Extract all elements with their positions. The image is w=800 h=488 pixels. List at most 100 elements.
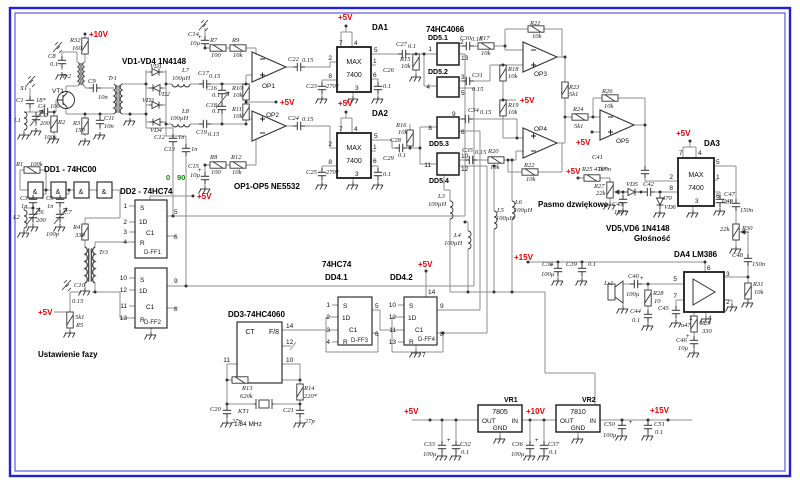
- cap-symbol: [553, 263, 563, 277]
- probe-symbol: [198, 19, 209, 32]
- label-5: 5: [461, 90, 465, 97]
- label-r28: R28: [652, 290, 664, 297]
- label-vd1: VD1: [150, 63, 162, 70]
- res-symbol: [242, 103, 250, 121]
- junction-dot: [422, 52, 426, 56]
- label-c42: C42: [643, 181, 655, 188]
- junction-dot: [344, 110, 348, 114]
- cap-symbol: [642, 187, 656, 197]
- label-2: 2: [726, 299, 730, 306]
- label-22k: 22k: [720, 226, 730, 233]
- label-+: +: [198, 35, 202, 41]
- gnd-symbol: [616, 305, 629, 314]
- ic-box: [336, 46, 372, 93]
- junction-dot: [506, 158, 510, 162]
- label-2: 2: [123, 219, 127, 226]
- label-r2: R2: [57, 119, 66, 126]
- label-tr1: Tr1: [108, 75, 117, 82]
- label-5k1: 5k1: [75, 314, 84, 321]
- cap-symbol: [57, 55, 67, 69]
- label-10: 10: [654, 298, 661, 305]
- ic-box: [337, 296, 373, 346]
- label-vd1-vd4-1n4148: VD1-VD4 1N4148: [122, 57, 187, 66]
- junction-dot: [298, 378, 302, 382]
- dio-symbol: [148, 118, 164, 126]
- res-symbol: [606, 181, 614, 199]
- label-12: 12: [389, 314, 397, 321]
- label-220: 220*: [304, 393, 318, 400]
- ic-box: [436, 116, 460, 139]
- gnd-symbol: [537, 452, 550, 461]
- coil-symbol: [171, 83, 191, 88]
- label-7: 7: [422, 352, 426, 359]
- junction-dot: [31, 206, 35, 210]
- ic-box: [50, 181, 67, 199]
- cap-symbol: [222, 405, 232, 419]
- res-symbol: [81, 37, 89, 55]
- junction-dot: [44, 188, 48, 192]
- label-c34: C34: [468, 107, 480, 114]
- gnd-symbol: [449, 452, 462, 461]
- label-r: R: [409, 339, 414, 346]
- junction-dot: [501, 63, 505, 67]
- label-c48: C48: [732, 252, 744, 259]
- label-r9: R9: [231, 37, 240, 44]
- label-200: 200: [40, 120, 51, 127]
- label-3: 3: [326, 327, 330, 334]
- label-6: 6: [375, 331, 379, 338]
- label-1n: 1n: [178, 134, 185, 141]
- label-10n: 10n: [98, 94, 108, 101]
- label-11: 11: [389, 327, 396, 334]
- junction-dot: [67, 188, 71, 192]
- label-ls1: Ls1: [603, 280, 613, 287]
- label-6: 6: [461, 129, 465, 136]
- label-+10v: +10V: [526, 407, 546, 416]
- label-7400: 7400: [688, 185, 704, 192]
- label-c37: C37: [548, 441, 560, 448]
- label-c49: C49: [722, 198, 734, 205]
- label-txt: &: [56, 189, 61, 196]
- label-c29: C29: [383, 155, 395, 162]
- label-r19: R19: [507, 102, 519, 109]
- label-+5v: +5V: [338, 99, 353, 108]
- label-10µ: 10µ: [190, 172, 201, 179]
- ic-box: [134, 199, 168, 259]
- border-layer: [8, 6, 792, 478]
- label-c39: C39: [566, 261, 578, 268]
- label-12: 12: [286, 339, 294, 346]
- junction-dot: [528, 418, 532, 422]
- label-1: 1: [689, 315, 693, 322]
- label-11: 11: [120, 303, 127, 310]
- label-vd3: VD3: [142, 97, 155, 104]
- label-10k: 10k: [754, 289, 764, 296]
- cap-symbol: [539, 440, 549, 454]
- label-c33: C33: [424, 441, 436, 448]
- label-kt1: KT1: [237, 408, 249, 415]
- label-c13: C13: [164, 146, 176, 153]
- ic-box: [436, 152, 460, 176]
- label-0-15: 0.15: [209, 73, 221, 80]
- dio-symbol: [624, 188, 640, 196]
- label-4: 4: [426, 84, 430, 91]
- label-10µ: 10µ: [678, 345, 689, 352]
- junction-dot: [658, 190, 662, 194]
- label-8: 8: [328, 159, 332, 166]
- label-9: 9: [452, 111, 456, 118]
- label-100µh: 100µH: [496, 215, 514, 222]
- label-0-15: 0.15: [480, 109, 492, 116]
- label-g-o-no: Głośność: [634, 234, 671, 243]
- label-+5v: +5V: [38, 308, 53, 317]
- cap-symbol: [525, 440, 535, 454]
- label-ct: CT: [245, 329, 255, 336]
- ic-box: [134, 267, 168, 329]
- junction-dot: [620, 418, 624, 422]
- label-12: 12: [461, 166, 469, 173]
- label-dd5-3: DD5.3: [429, 141, 449, 148]
- label-7810: 7810: [570, 409, 586, 416]
- label-0-1: 0.1: [383, 83, 391, 90]
- label-4: 4: [708, 315, 712, 322]
- label-7400: 7400: [346, 72, 362, 79]
- label-6: 6: [373, 158, 377, 165]
- junction-dot: [463, 220, 467, 224]
- label-0-15: 0.15: [72, 298, 84, 305]
